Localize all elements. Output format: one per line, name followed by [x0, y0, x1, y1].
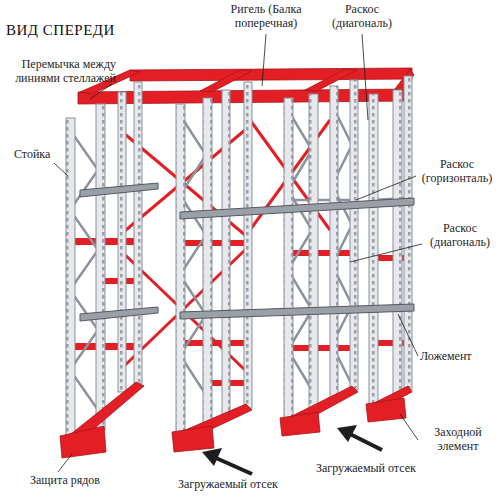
part-label: Защита рядов [30, 474, 100, 488]
part-label: Стойка [14, 148, 50, 162]
part-label: Загружаемый отсек [316, 462, 416, 476]
part-label: Раскос (горизонталь) [418, 158, 496, 186]
shelves [80, 183, 414, 321]
part-label: Перемычка между линиями стеллажей [2, 58, 116, 86]
part-label: Заходной элемент [420, 426, 496, 454]
part-label: Ригель (Балка поперечная) [205, 3, 327, 31]
view-title: ВИД СПЕРЕДИ [6, 22, 115, 39]
part-label: Раскос (диагональ) [322, 3, 402, 31]
floor-rails [60, 382, 412, 458]
leader-lines [54, 34, 422, 472]
uprights [66, 76, 412, 440]
part-label: Ложемент [420, 350, 472, 364]
part-label: Раскос (диагональ) [424, 222, 496, 250]
part-label: Загружаемый отсек [178, 478, 278, 492]
